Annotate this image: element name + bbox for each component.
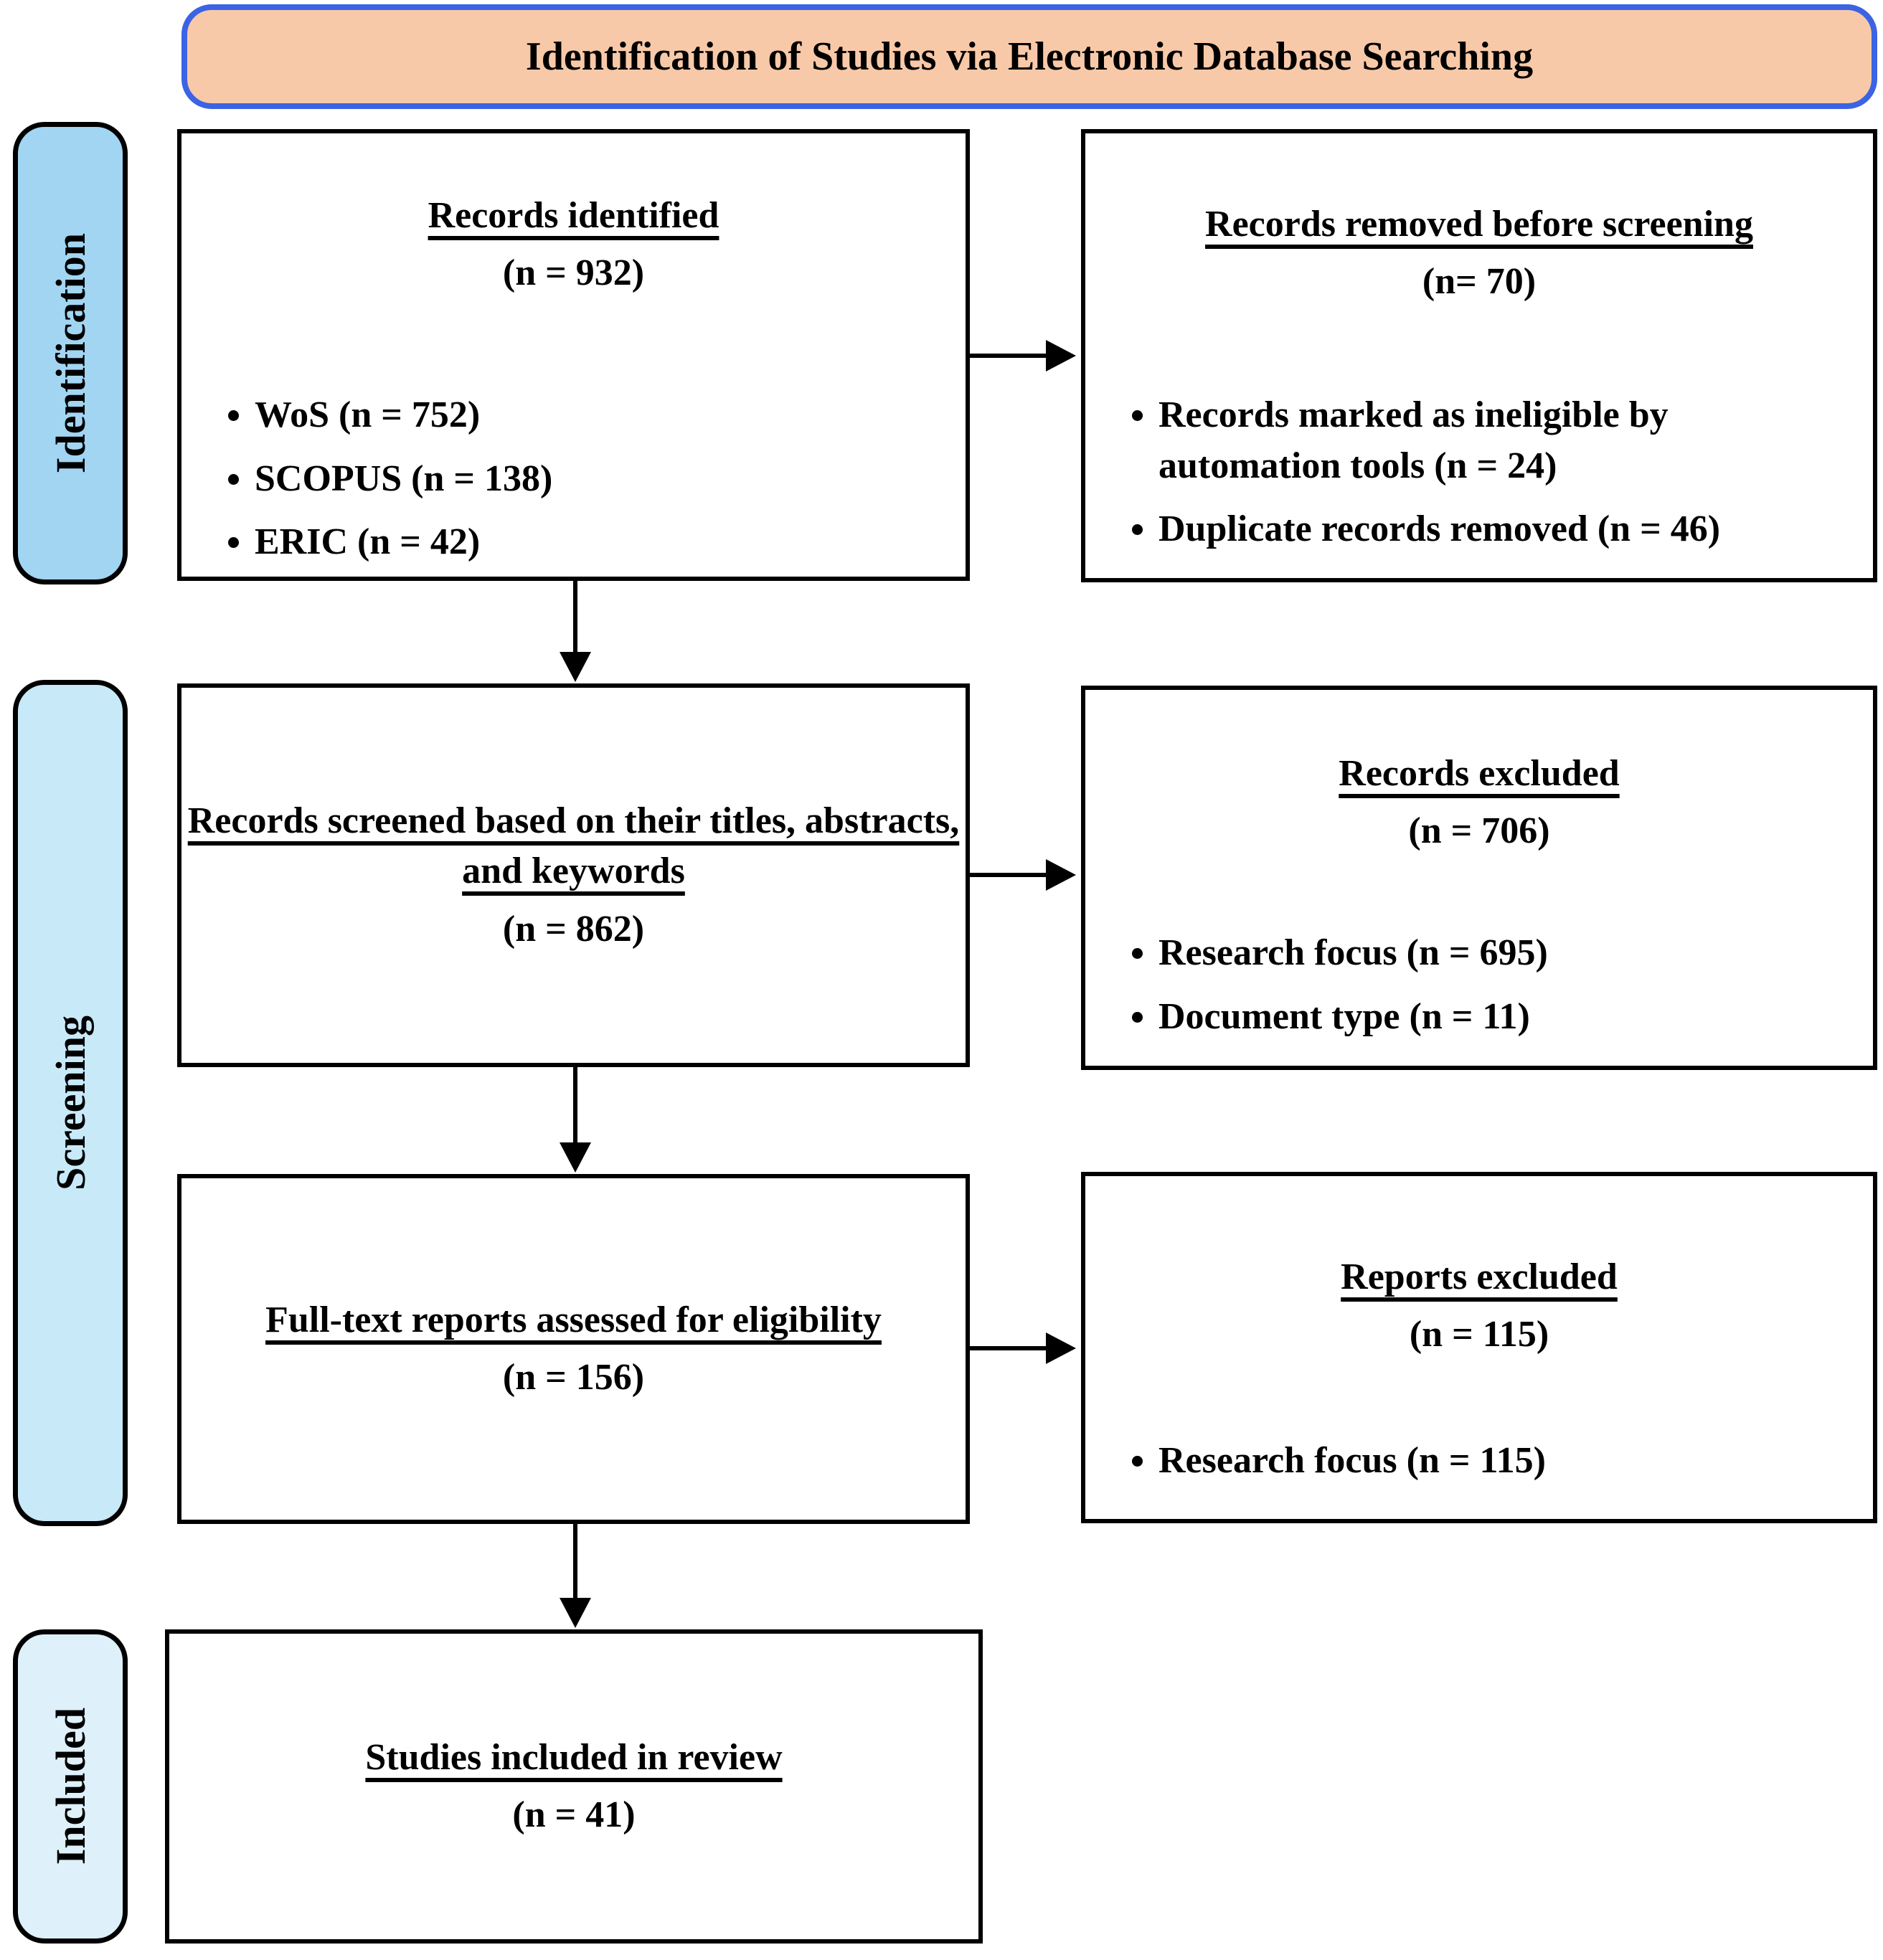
arrow-head: [560, 1598, 591, 1628]
box-records-excluded-count: (n = 706): [1408, 810, 1550, 852]
box-fulltext-assessed-title: Full-text reports assessed for eligibili…: [265, 1299, 882, 1340]
box-records-screened-title: Records screened based on their titles, …: [187, 800, 960, 892]
list-item: WoS (n = 752): [255, 390, 944, 440]
list-item: Records marked as ineligible by automati…: [1158, 390, 1851, 491]
box-records-identified-list: WoS (n = 752) SCOPUS (n = 138) ERIC (n =…: [203, 390, 944, 567]
arrow-line: [970, 873, 1047, 877]
box-records-screened-count: (n = 862): [502, 908, 645, 950]
stage-label-included-text: Included: [47, 1708, 94, 1865]
list-item: ERIC (n = 42): [255, 517, 944, 567]
box-studies-included-title: Studies included in review: [365, 1736, 783, 1778]
list-item: Research focus (n = 115): [1158, 1436, 1851, 1486]
box-reports-excluded-count: (n = 115): [1409, 1314, 1549, 1355]
box-records-identified: Records identified (n = 932) WoS (n = 75…: [177, 129, 970, 581]
box-fulltext-assessed-count: (n = 156): [502, 1357, 645, 1398]
box-records-removed-header: Records removed before screening (n= 70): [1085, 199, 1873, 307]
box-records-screened: Records screened based on their titles, …: [177, 683, 970, 1067]
arrow-line: [573, 1524, 577, 1599]
box-records-identified-count: (n = 932): [502, 252, 645, 294]
box-records-removed-list: Records marked as ineligible by automati…: [1107, 390, 1851, 554]
box-reports-excluded-header: Reports excluded (n = 115): [1085, 1252, 1873, 1360]
box-reports-excluded-title: Reports excluded: [1341, 1256, 1618, 1297]
arrow-head: [560, 652, 591, 682]
box-records-identified-title: Records identified: [428, 195, 719, 236]
title-banner: Identification of Studies via Electronic…: [181, 4, 1877, 109]
list-item: Document type (n = 11): [1158, 992, 1851, 1042]
stage-label-identification-text: Identification: [47, 232, 94, 474]
box-records-identified-header: Records identified (n = 932): [181, 191, 966, 298]
arrow-line: [573, 581, 577, 653]
box-fulltext-assessed: Full-text reports assessed for eligibili…: [177, 1174, 970, 1524]
arrow-line: [573, 1067, 577, 1144]
box-records-removed-title: Records removed before screening: [1205, 204, 1753, 245]
box-records-removed: Records removed before screening (n= 70)…: [1081, 129, 1877, 582]
list-item: Duplicate records removed (n = 46): [1158, 504, 1851, 554]
arrow-head: [1046, 1332, 1076, 1364]
box-reports-excluded: Reports excluded (n = 115) Research focu…: [1081, 1172, 1877, 1523]
arrow-line: [970, 1346, 1047, 1350]
box-records-excluded-header: Records excluded (n = 706): [1085, 749, 1873, 856]
box-records-screened-header: Records screened based on their titles, …: [181, 796, 966, 955]
arrow-head: [560, 1142, 591, 1173]
arrow-head: [1046, 340, 1076, 371]
stage-label-screening: Screening: [13, 680, 128, 1526]
stage-label-included: Included: [13, 1629, 128, 1944]
list-item: Research focus (n = 695): [1158, 928, 1851, 978]
stage-label-identification: Identification: [13, 122, 128, 584]
box-studies-included: Studies included in review (n = 41): [165, 1629, 983, 1944]
arrow-head: [1046, 859, 1076, 891]
box-studies-included-header: Studies included in review (n = 41): [365, 1733, 782, 1840]
box-records-excluded: Records excluded (n = 706) Research focu…: [1081, 686, 1877, 1070]
arrow-line: [970, 354, 1047, 358]
stage-label-screening-text: Screening: [47, 1015, 94, 1190]
box-records-excluded-title: Records excluded: [1339, 753, 1620, 794]
diagram-title: Identification of Studies via Electronic…: [525, 34, 1534, 79]
box-records-excluded-list: Research focus (n = 695) Document type (…: [1107, 928, 1851, 1041]
box-reports-excluded-list: Research focus (n = 115): [1107, 1436, 1851, 1486]
box-studies-included-count: (n = 41): [512, 1794, 636, 1835]
box-fulltext-assessed-header: Full-text reports assessed for eligibili…: [265, 1295, 882, 1403]
list-item: SCOPUS (n = 138): [255, 454, 944, 504]
box-records-removed-count: (n= 70): [1422, 261, 1537, 303]
